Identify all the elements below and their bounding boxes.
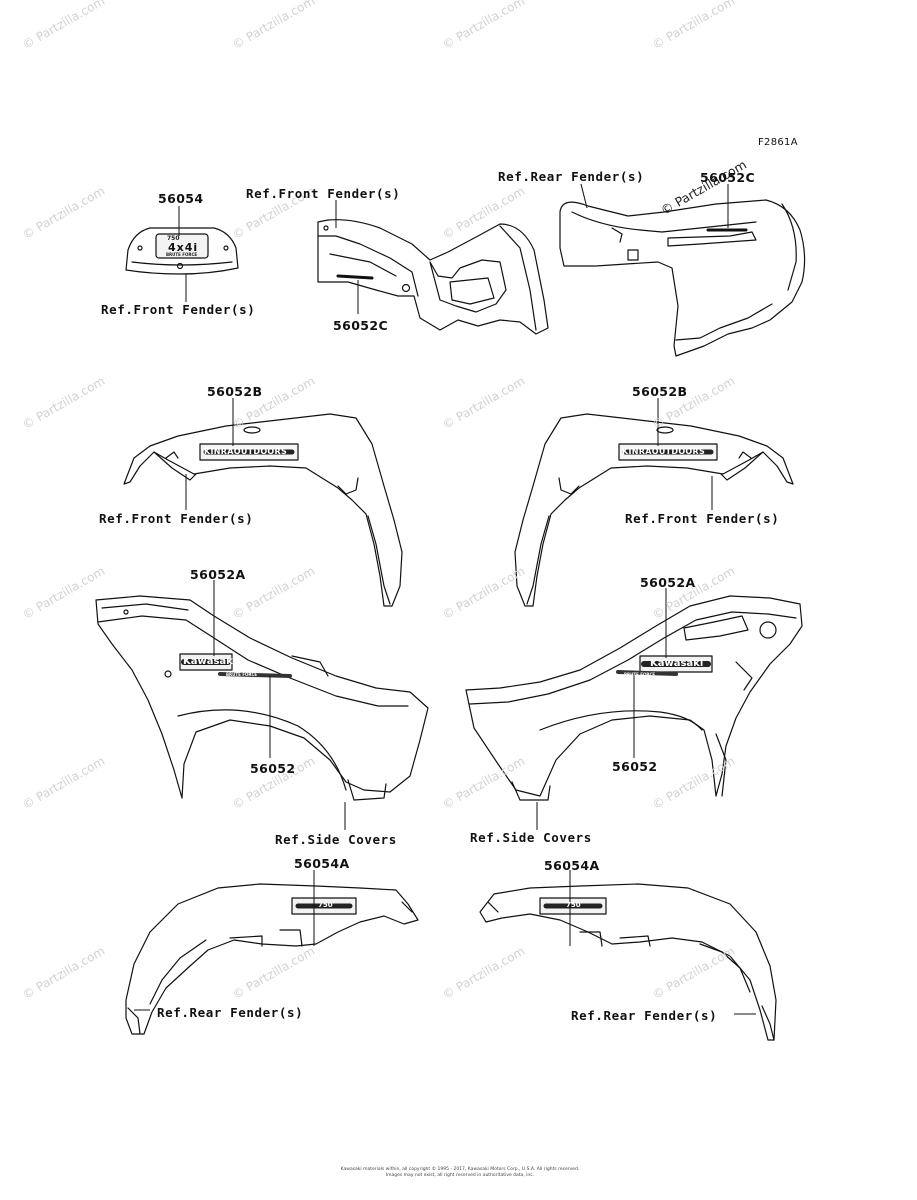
ref-side-covers-label: Ref.Side Covers xyxy=(470,830,592,845)
decal-kawasaki-left: Kawasaki xyxy=(183,656,237,667)
decal-brute-bottom: BRUTE FORCE xyxy=(166,252,198,257)
ref-front-fender-label: Ref.Front Fender(s) xyxy=(101,302,256,317)
ref-rear-fender-label: Ref.Rear Fender(s) xyxy=(571,1008,718,1023)
decal-outdoors-left: KINRAOUTDOORS xyxy=(204,447,288,456)
copyright-line-2: Images may not exist, all right reserved… xyxy=(385,1173,535,1178)
decal-rear-left: 750 xyxy=(318,901,333,909)
decal-bruteforce-left: BRUTE FORCE xyxy=(226,672,258,677)
ref-front-fender-label: Ref.Front Fender(s) xyxy=(625,511,780,526)
side-panel-left-part xyxy=(95,595,429,801)
ref-front-fender-label: Ref.Front Fender(s) xyxy=(99,511,254,526)
ref-front-fender-label: Ref.Front Fender(s) xyxy=(246,186,401,201)
decal-brute-4x4: 4x4i xyxy=(168,241,199,254)
figure-code: F2861A xyxy=(758,137,798,148)
part-number-56052b-left: 56052B xyxy=(207,384,263,399)
rear-fender-right-part xyxy=(479,883,777,1041)
part-number-56052c: 56052C xyxy=(333,318,389,333)
front-inner-fender-part xyxy=(317,219,549,335)
ref-rear-fender-label: Ref.Rear Fender(s) xyxy=(157,1005,304,1020)
part-number-56052b-right: 56052B xyxy=(632,384,688,399)
ref-side-covers-label: Ref.Side Covers xyxy=(275,832,397,847)
ref-rear-fender-label: Ref.Rear Fender(s) xyxy=(498,169,645,184)
part-number-56054a-right: 56054A xyxy=(544,858,600,873)
part-number-56052a-right: 56052A xyxy=(640,575,696,590)
copyright-line-1: Kawasaki materials within, all copyright… xyxy=(340,1167,580,1172)
decal-brute-top: 750 xyxy=(167,235,180,242)
leader-lines xyxy=(134,183,756,1015)
part-number-56052a-left: 56052A xyxy=(190,567,246,582)
part-number-56052c: 56052C xyxy=(700,170,756,185)
rear-fender-upper-part xyxy=(559,199,806,357)
decal-kawasaki-right: Kawasaki xyxy=(650,658,704,669)
front-fender-right-part xyxy=(514,413,794,607)
part-number-56054a-left: 56054A xyxy=(294,856,350,871)
front-fender-left-part xyxy=(123,413,403,607)
part-number-56052-right: 56052 xyxy=(612,759,658,774)
decal-outdoors-right: KINRAOUTDOORS xyxy=(622,447,706,456)
copyright-footer: Kawasaki materials within, all copyright… xyxy=(300,1167,620,1179)
rear-fender-left-part xyxy=(125,883,419,1035)
decal-bruteforce-right: BRUTE FORCE xyxy=(624,672,656,677)
front-fender-emblem-part xyxy=(125,227,239,275)
decal-rear-right: 750 xyxy=(566,901,581,909)
part-number-56054: 56054 xyxy=(158,191,204,206)
part-number-56052-left: 56052 xyxy=(250,761,296,776)
side-panel-right-part xyxy=(465,595,803,801)
